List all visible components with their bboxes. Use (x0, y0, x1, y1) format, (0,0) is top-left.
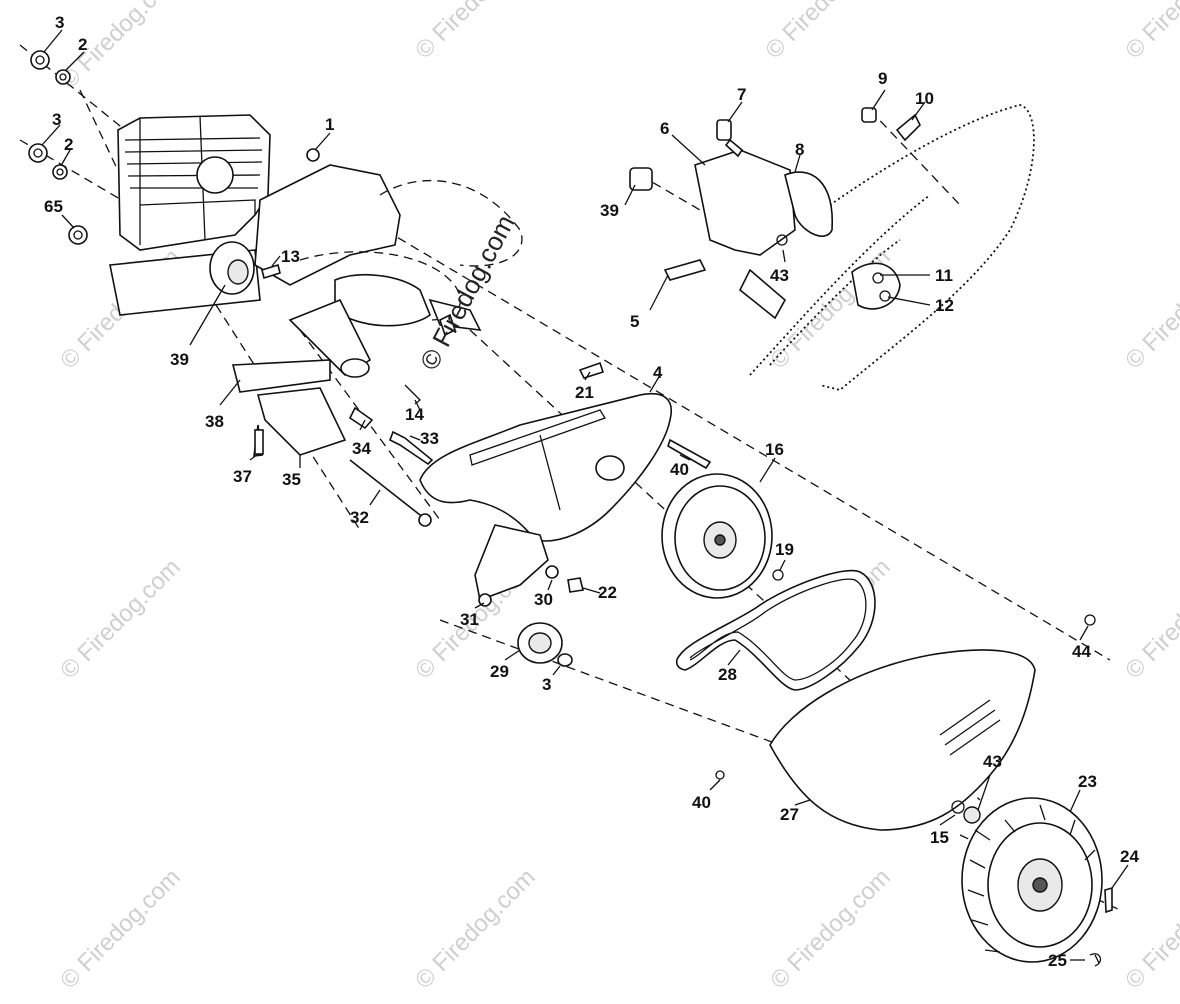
callout-3: 3 (55, 13, 64, 32)
drive-belt (675, 569, 876, 691)
callout-7: 7 (737, 85, 746, 104)
watermark: © Firedog.com (1120, 244, 1180, 375)
callout-65: 65 (44, 197, 63, 216)
engine-pulley (209, 241, 281, 295)
frame-bracket (231, 359, 374, 457)
callout-40: 44 (1072, 642, 1091, 661)
watermark: © Firedog.com (760, 0, 891, 64)
callout-4: 4 (653, 363, 663, 382)
engine (109, 114, 271, 316)
watermark: © Firedog.com (1120, 864, 1180, 995)
callout-12: 12 (935, 296, 954, 315)
callout-13: 13 (281, 247, 300, 266)
callout-6: 6 (660, 119, 669, 138)
callout-40: 40 (692, 793, 711, 812)
transmission-pulley (661, 473, 784, 599)
callout-19: 19 (775, 540, 794, 559)
watermark: © Firedog.com (55, 554, 186, 685)
callout-3: 3 (52, 110, 61, 129)
watermark: © Firedog.com (410, 0, 541, 64)
leader-lines (41, 29, 1129, 961)
watermark: © Firedog.com (55, 864, 186, 995)
watermark: © Firedog.com (410, 864, 541, 995)
callout-11: 11 (935, 266, 953, 285)
callout-27: 28 (718, 665, 737, 684)
callout-24: 24 (1120, 847, 1139, 866)
callout-34: 35 (282, 470, 301, 489)
callout-labels: 3 2 3 2 65 1 13 39 38 14 33 34 37 35 32 … (44, 13, 1139, 970)
callout-33: 34 (352, 439, 371, 458)
callout-15: 15 (930, 828, 949, 847)
callout-2: 2 (78, 35, 87, 54)
hardware-bolts (349, 313, 456, 527)
callout-44: 43 (983, 752, 1002, 771)
callout-29: 30 (534, 590, 553, 609)
callout-9: 9 (878, 69, 887, 88)
watermark: © Firedog.com (1120, 554, 1180, 685)
watermark: © Firedog.com (55, 0, 186, 94)
callout-32: 33 (420, 429, 439, 448)
callout-36: 38 (205, 412, 224, 431)
callout-3: 3 (542, 675, 551, 694)
watermark: © Firedog.com (765, 864, 896, 995)
watermark: © Firedog.com (1120, 0, 1180, 64)
center-watermark: © Firedog.com (414, 210, 521, 375)
hardware-nuts (28, 50, 712, 470)
callout-37: 39 (170, 350, 189, 369)
callout-16: 16 (765, 440, 784, 459)
callout-38: 40 (670, 460, 689, 479)
idler-bracket (474, 524, 584, 607)
callout-14: 14 (405, 405, 424, 424)
callout-31: 32 (350, 508, 369, 527)
callout-25: 25 (1048, 951, 1067, 970)
wheel (951, 797, 1113, 967)
callout-21: 21 (575, 383, 594, 402)
callout-22: 22 (598, 583, 617, 602)
callout-8: 8 (795, 140, 804, 159)
callout-1: 1 (325, 115, 334, 134)
callout-30: 31 (460, 610, 479, 629)
callout-43: 43 (770, 266, 789, 285)
belt-guard (419, 393, 672, 542)
callout-5: 5 (630, 312, 639, 331)
callout-10: 10 (915, 89, 934, 108)
callout-35: 37 (233, 467, 252, 486)
transmission-housing (254, 164, 523, 378)
callout-28: 29 (490, 662, 509, 681)
handlebar-assembly (629, 104, 1035, 391)
callout-23: 23 (1078, 772, 1097, 791)
callout-2: 2 (64, 135, 73, 154)
callout-39: 39 (600, 201, 619, 220)
callout-26: 27 (780, 805, 799, 824)
rear-shield (715, 614, 1096, 831)
idler-pulley (517, 622, 573, 667)
